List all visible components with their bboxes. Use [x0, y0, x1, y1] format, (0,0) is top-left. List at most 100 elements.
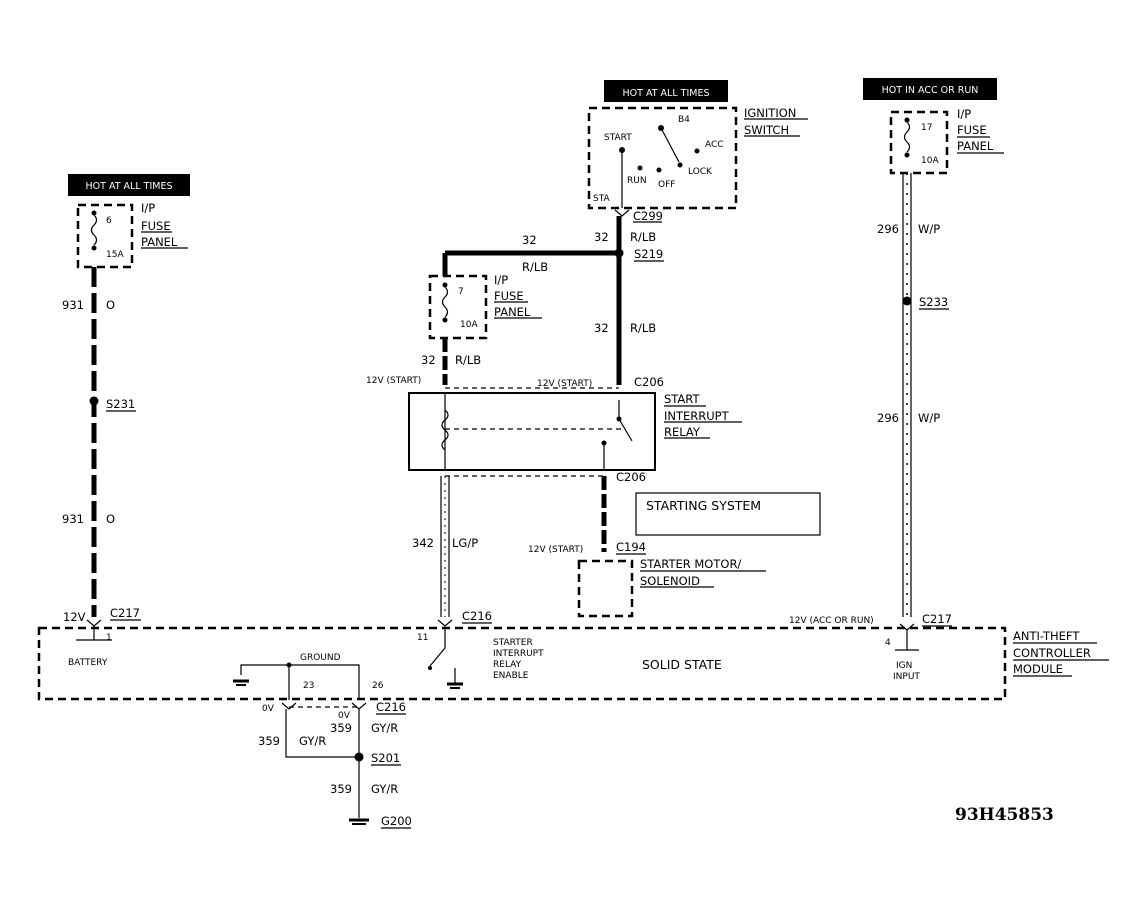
svg-text:BATTERY: BATTERY	[68, 658, 108, 668]
svg-text:C206: C206	[616, 470, 646, 484]
svg-text:12V (ACC OR RUN): 12V (ACC OR RUN)	[789, 616, 874, 626]
middle-hot-label: HOT AT ALL TIMES	[604, 80, 728, 102]
svg-text:PANEL: PANEL	[141, 235, 178, 249]
fuse-mid: 7 10A I/P FUSE PANEL	[428, 273, 542, 340]
svg-text:START: START	[664, 392, 700, 406]
svg-text:STA: STA	[593, 194, 611, 204]
svg-text:931: 931	[62, 298, 84, 312]
left-hot-label: HOT AT ALL TIMES	[68, 174, 190, 196]
splice-s233	[902, 296, 912, 306]
svg-text:C299: C299	[633, 209, 663, 223]
svg-text:IGN: IGN	[896, 661, 912, 671]
svg-text:C206: C206	[634, 375, 664, 389]
svg-text:R/LB: R/LB	[522, 260, 548, 274]
svg-text:I/P: I/P	[141, 201, 155, 215]
svg-text:0V: 0V	[262, 704, 275, 714]
svg-text:32: 32	[421, 353, 436, 367]
svg-text:C217: C217	[922, 612, 952, 626]
svg-text:PANEL: PANEL	[494, 305, 531, 319]
splice-s201	[354, 752, 364, 762]
svg-text:296: 296	[877, 411, 899, 425]
svg-text:G200: G200	[381, 814, 412, 828]
wire-342	[440, 476, 450, 617]
svg-text:1: 1	[106, 633, 112, 643]
svg-text:15A: 15A	[106, 250, 124, 260]
wire-296	[902, 173, 912, 617]
svg-text:23: 23	[303, 681, 314, 691]
svg-text:B4: B4	[678, 115, 690, 125]
svg-text:R/LB: R/LB	[630, 230, 656, 244]
svg-text:12V (START): 12V (START)	[528, 545, 583, 555]
svg-text:C216: C216	[462, 609, 492, 623]
svg-text:W/P: W/P	[918, 222, 940, 236]
svg-text:STARTING SYSTEM: STARTING SYSTEM	[646, 498, 761, 513]
svg-text:11: 11	[417, 633, 428, 643]
svg-text:26: 26	[372, 681, 384, 691]
svg-text:ANTI-THEFT: ANTI-THEFT	[1013, 629, 1080, 643]
starter-motor: STARTER MOTOR/ SOLENOID	[577, 557, 766, 618]
start-interrupt-relay: START INTERRUPT RELAY	[408, 392, 742, 471]
svg-text:INTERRUPT: INTERRUPT	[493, 649, 544, 659]
svg-text:I/P: I/P	[957, 107, 971, 121]
ground-connector-c216	[281, 702, 367, 710]
svg-text:OFF: OFF	[658, 180, 675, 190]
ignition-switch: B4 START ACC RUN OFF LOCK STA IGNITION S…	[587, 106, 808, 210]
fuse-right: 17 10A I/P FUSE PANEL	[889, 107, 1004, 175]
svg-text:O: O	[106, 298, 115, 312]
svg-text:32: 32	[522, 233, 537, 247]
svg-text:R/LB: R/LB	[455, 353, 481, 367]
svg-text:4: 4	[885, 638, 891, 648]
svg-text:I/P: I/P	[494, 273, 508, 287]
svg-text:GY/R: GY/R	[371, 782, 398, 796]
svg-text:GY/R: GY/R	[371, 721, 398, 735]
svg-text:0V: 0V	[338, 711, 351, 721]
splice-s231	[89, 396, 99, 406]
svg-text:W/P: W/P	[918, 411, 940, 425]
svg-text:12V: 12V	[63, 610, 86, 624]
svg-text:SOLENOID: SOLENOID	[640, 574, 700, 588]
svg-text:32: 32	[594, 321, 609, 335]
svg-text:RELAY: RELAY	[664, 425, 701, 439]
svg-text:FUSE: FUSE	[141, 219, 171, 233]
svg-text:LOCK: LOCK	[688, 167, 713, 177]
svg-text:S231: S231	[106, 397, 135, 411]
svg-text:FUSE: FUSE	[957, 123, 987, 137]
ground-g200-icon	[349, 818, 369, 825]
svg-text:359: 359	[258, 734, 280, 748]
svg-text:17: 17	[921, 123, 932, 133]
svg-text:SWITCH: SWITCH	[744, 123, 789, 137]
svg-text:START: START	[604, 133, 632, 143]
anti-theft-module: ANTI-THEFT CONTROLLER MODULE SOLID STATE…	[37, 606, 1109, 701]
svg-text:R/LB: R/LB	[630, 321, 656, 335]
svg-text:C216: C216	[376, 700, 406, 714]
svg-text:296: 296	[877, 222, 899, 236]
svg-text:S219: S219	[634, 247, 663, 261]
svg-text:INPUT: INPUT	[893, 672, 920, 682]
svg-text:7: 7	[458, 287, 464, 297]
svg-text:SOLID STATE: SOLID STATE	[642, 657, 722, 672]
svg-text:32: 32	[594, 230, 609, 244]
svg-text:RELAY: RELAY	[493, 660, 522, 670]
svg-text:RUN: RUN	[627, 176, 647, 186]
svg-text:359: 359	[330, 782, 352, 796]
right-hot-label: HOT IN ACC OR RUN	[863, 78, 997, 100]
svg-text:342: 342	[412, 536, 434, 550]
svg-text:LG/P: LG/P	[452, 536, 478, 550]
svg-text:PANEL: PANEL	[957, 139, 994, 153]
svg-text:12V (START): 12V (START)	[537, 379, 592, 389]
svg-text:FUSE: FUSE	[494, 289, 524, 303]
fuse-left: 6 15A I/P FUSE PANEL	[76, 201, 188, 269]
starting-system-box: STARTING SYSTEM	[635, 492, 821, 536]
svg-text:INTERRUPT: INTERRUPT	[664, 409, 730, 423]
svg-text:MODULE: MODULE	[1013, 662, 1063, 676]
splice-s219	[614, 248, 624, 258]
svg-text:O: O	[106, 512, 115, 526]
svg-text:ACC: ACC	[705, 140, 724, 150]
svg-text:C217: C217	[110, 606, 140, 620]
diagram-code: 93H45853	[955, 805, 1054, 825]
svg-text:S201: S201	[371, 751, 400, 765]
svg-text:CONTROLLER: CONTROLLER	[1013, 646, 1091, 660]
svg-text:GY/R: GY/R	[299, 734, 326, 748]
